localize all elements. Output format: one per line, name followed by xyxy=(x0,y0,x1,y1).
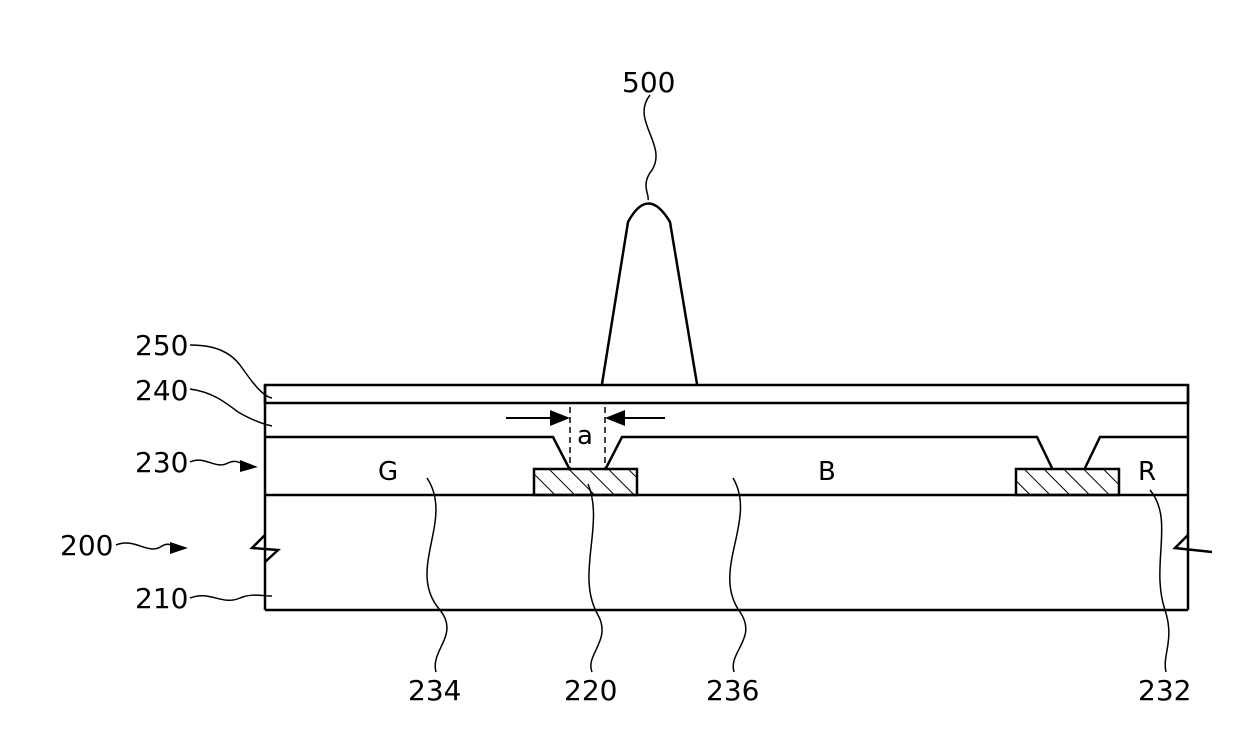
leader-230-arrow xyxy=(240,460,258,472)
leader-210 xyxy=(190,595,272,600)
label-236: 236 xyxy=(706,674,759,707)
layer-240-boundary xyxy=(265,437,1188,470)
leader-220 xyxy=(588,484,602,672)
region-red: R xyxy=(1138,457,1156,487)
leader-236 xyxy=(730,478,746,672)
black-matrix-right xyxy=(1016,469,1119,495)
region-blue: B xyxy=(818,457,836,487)
leader-240 xyxy=(190,389,272,426)
label-210: 210 xyxy=(135,582,188,615)
label-200: 200 xyxy=(60,529,113,562)
layer-250 xyxy=(265,385,1188,403)
leader-250 xyxy=(190,345,272,398)
label-240: 240 xyxy=(135,374,188,407)
label-220: 220 xyxy=(564,674,617,707)
label-234: 234 xyxy=(408,674,461,707)
leader-232 xyxy=(1150,490,1169,672)
label-230: 230 xyxy=(135,446,188,479)
label-500: 500 xyxy=(622,66,675,99)
leader-234 xyxy=(427,478,447,672)
gap-label: a xyxy=(577,421,593,451)
leader-200-arrow xyxy=(170,542,188,554)
stylus-tip xyxy=(602,204,697,385)
black-matrix-220 xyxy=(534,469,637,495)
region-green: G xyxy=(378,457,398,487)
leader-500 xyxy=(644,95,656,200)
break-symbol-right xyxy=(1175,535,1212,552)
label-250: 250 xyxy=(135,329,188,362)
label-232: 232 xyxy=(1138,674,1191,707)
